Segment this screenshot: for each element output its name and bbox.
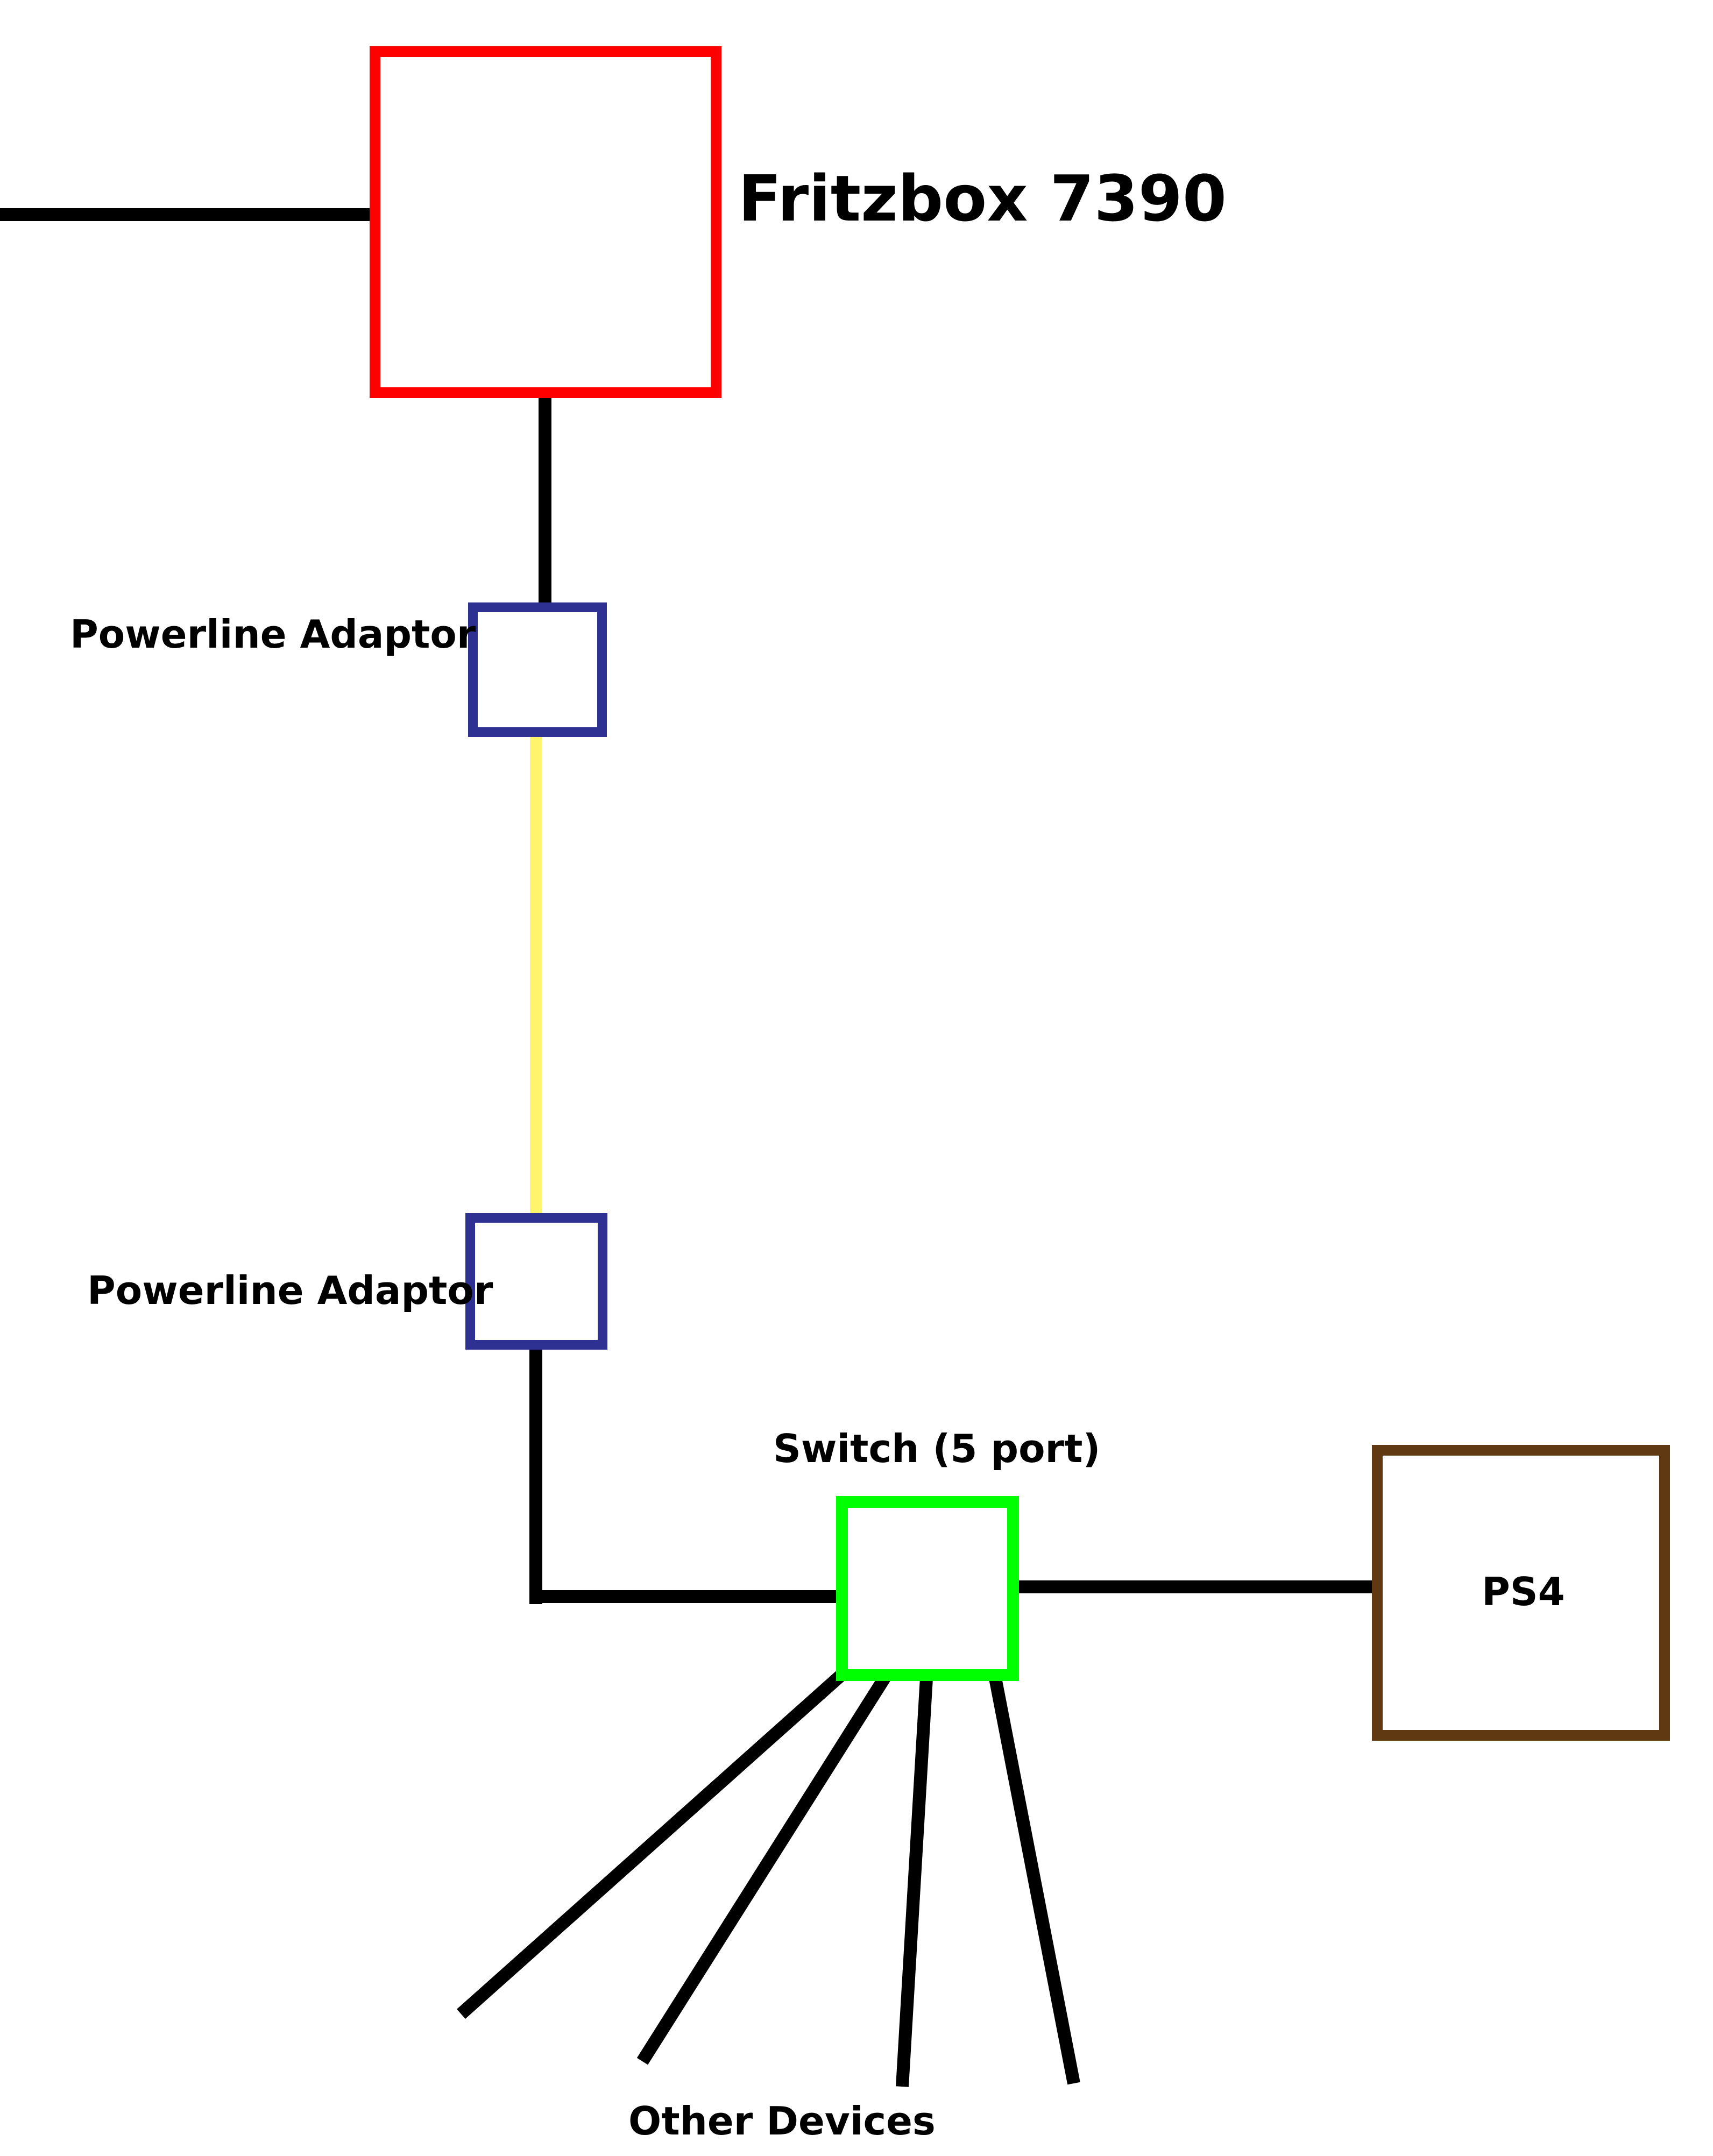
device-cable-3: [896, 1678, 933, 2087]
other-devices-label: Other Devices: [628, 2098, 936, 2144]
device-cable-2: [636, 1673, 891, 2065]
switch-box: [836, 1496, 1019, 1681]
switch-label: Switch (5 port): [773, 1426, 1100, 1471]
router-label: Fritzbox 7390: [738, 161, 1227, 236]
device-cable-4: [989, 1677, 1080, 2085]
powerline-adaptor-top-box: [468, 602, 607, 737]
powerline-adaptor-bottom-box: [465, 1213, 607, 1350]
ps4-box: [1372, 1445, 1670, 1741]
device-cable-1: [457, 1668, 848, 2019]
powerline-adaptor-bottom-label: Powerline Adaptor: [87, 1268, 493, 1313]
powerline-adaptor-top-label: Powerline Adaptor: [70, 612, 476, 657]
ps4-label: PS4: [1482, 1569, 1565, 1614]
router-box: [370, 46, 721, 398]
